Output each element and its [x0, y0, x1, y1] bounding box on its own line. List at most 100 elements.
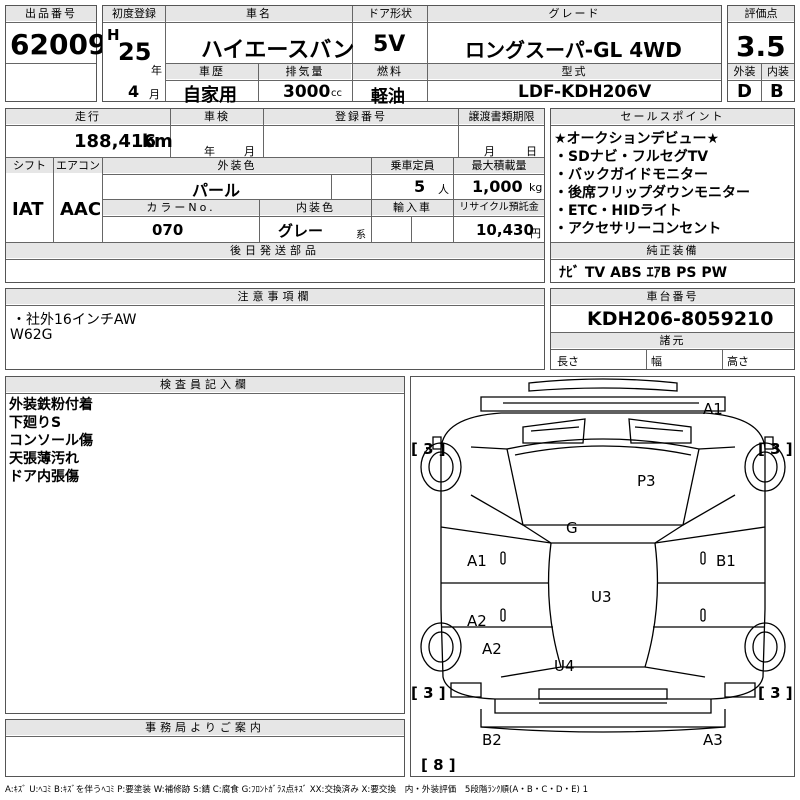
- interior-label: 内装: [762, 64, 794, 79]
- ac-label: エアコン: [54, 158, 102, 173]
- displacement-label: 排気量: [259, 64, 351, 79]
- sales-line: ・アクセサリーコンセント: [554, 221, 722, 237]
- width-label: 幅: [651, 355, 662, 368]
- length-label: 長さ: [557, 355, 579, 368]
- mark-a1-left: A1: [467, 552, 487, 570]
- tire-rear-left: [ 3 ]: [411, 684, 446, 702]
- sales-point-box: セールスポイント ★オークションデビュー★ ・SDナビ・フルセグTV ・バックガ…: [550, 108, 795, 283]
- chassis-box: 車台番号 KDH206-8059210 諸元 長さ 幅 高さ: [550, 288, 795, 370]
- door-label: ドア形状: [353, 6, 427, 21]
- transfer-doc-label: 譲渡書類期限: [459, 109, 544, 124]
- shift: IAT: [12, 199, 44, 220]
- office-label: 事務局よりご案内: [6, 720, 404, 735]
- van-outline-diagram: [420, 378, 786, 733]
- tire-front-left: [ 3 ]: [411, 440, 446, 458]
- history-label: 車歴: [166, 64, 258, 79]
- mark-a3: A3: [703, 731, 723, 749]
- tire-spare: [ 8 ]: [421, 756, 456, 774]
- reg-number-label: 登録番号: [264, 109, 458, 124]
- inspector-line: コンソール傷: [9, 433, 93, 449]
- inspector-line: ドア内張傷: [9, 469, 79, 485]
- mark-b2: B2: [482, 731, 502, 749]
- damage-diagram: A1 P3 G A1 B1 U3 A2 A2 U4 B2 A3 [ 3 ] [ …: [410, 376, 795, 777]
- fuel: 軽油: [371, 87, 405, 107]
- interior-color-unit: 系: [356, 230, 366, 241]
- mark-a2-left: A2: [467, 612, 487, 630]
- car-name: ハイエースバン: [201, 38, 355, 63]
- load-unit: kg: [529, 181, 543, 194]
- transfer-day: 日: [526, 145, 537, 158]
- chassis-number: KDH206-8059210: [587, 308, 774, 330]
- displacement-unit: cc: [331, 88, 342, 99]
- tire-rear-right: [ 3 ]: [758, 684, 793, 702]
- later-parts-label: 後日発送部品: [6, 243, 544, 258]
- inspection-year: 年: [204, 145, 215, 158]
- mark-a2-lower: A2: [482, 640, 502, 658]
- capacity: 5: [414, 177, 426, 196]
- chassis-label: 車台番号: [551, 289, 794, 304]
- specs-box: 走行 車検 登録番号 譲渡書類期限 188,416 km 年 月 月 日 シフト…: [5, 108, 545, 283]
- exterior-color: パール: [192, 181, 241, 200]
- import-label: 輸入車: [372, 200, 453, 215]
- inspector-line: 外装鉄粉付着: [9, 397, 93, 413]
- model-label: 型式: [428, 64, 721, 79]
- recycle-unit: 円: [530, 227, 541, 240]
- note-line: W62G: [10, 327, 53, 343]
- fuel-label: 燃料: [353, 64, 427, 79]
- mileage-label: 走行: [6, 109, 170, 124]
- history: 自家用: [183, 85, 237, 106]
- mileage: 188,416: [74, 131, 156, 152]
- sales-point-lines: ★オークションデビュー★ ・SDナビ・フルセグTV ・バックガイドモニター ・後…: [554, 130, 750, 238]
- lot-number-box: 出品番号 62009: [5, 5, 107, 102]
- reg-month: 4: [128, 82, 140, 101]
- capacity-unit: 人: [438, 183, 449, 196]
- sales-point-label: セールスポイント: [551, 109, 794, 124]
- sales-line: ・SDナビ・フルセグTV: [554, 149, 709, 165]
- ext-color-label: 外装色: [103, 158, 371, 173]
- int-color-label: 内装色: [260, 200, 371, 215]
- sales-line: ・ETC・HIDライト: [554, 203, 682, 219]
- capacity-label: 乗車定員: [372, 158, 453, 173]
- note-line: ・社外16インチAW: [12, 312, 137, 328]
- door-type: 5V: [373, 32, 406, 57]
- car-name-label: 車名: [166, 6, 352, 21]
- grade-label: グレード: [428, 6, 721, 21]
- mark-u4: U4: [554, 657, 575, 675]
- reg-year: 25: [118, 38, 152, 66]
- overall-score: 3.5: [736, 30, 786, 63]
- shift-label: シフト: [6, 158, 53, 173]
- mark-b1: B1: [716, 552, 736, 570]
- mark-a1-front: A1: [703, 400, 723, 418]
- air-conditioner: AAC: [60, 199, 102, 220]
- equipment-list: ﾅﾋﾞ TV ABS ｴｱB PS PW: [559, 265, 728, 281]
- inspector-box: 検査員記入欄 外装鉄粉付着 下廻りS コンソール傷 天張薄汚れ ドア内張傷: [5, 376, 405, 714]
- model-code: LDF-KDH206V: [518, 82, 652, 102]
- year-unit: 年: [151, 64, 162, 77]
- inspector-line: 天張薄汚れ: [9, 451, 79, 467]
- exterior-label: 外装: [728, 64, 761, 79]
- mileage-unit: km: [142, 131, 173, 152]
- recycle-deposit: 10,430: [476, 221, 534, 239]
- exterior-grade: D: [737, 81, 752, 102]
- tire-front-right: [ 3 ]: [758, 440, 793, 458]
- equipment-label: 純正装備: [551, 243, 794, 258]
- notes-label: 注意事項欄: [6, 289, 544, 304]
- displacement: 3000: [283, 82, 331, 102]
- lot-number: 62009: [10, 28, 108, 61]
- sales-line: ・後席フリップダウンモニター: [554, 185, 750, 201]
- score-label: 評価点: [728, 6, 794, 21]
- color-no-label: カラーNo.: [103, 200, 259, 215]
- era: H: [107, 26, 120, 44]
- recycle-label: リサイクル預託金: [454, 200, 544, 215]
- mark-p3: P3: [637, 472, 656, 490]
- inspector-label: 検査員記入欄: [6, 377, 404, 392]
- legend: A:ｷｽﾞ U:ﾍｺﾐ B:ｷｽﾞを伴うﾍｺﾐ P:要塗装 W:補修跡 S:錆 …: [5, 785, 589, 795]
- interior-grade: B: [770, 81, 784, 102]
- height-label: 高さ: [727, 355, 749, 368]
- max-load: 1,000: [472, 177, 523, 196]
- load-label: 最大積載量: [454, 158, 544, 173]
- inspection-month: 月: [244, 145, 255, 158]
- month-unit: 月: [149, 88, 160, 101]
- notes-box: 注意事項欄 ・社外16インチAW W62G: [5, 288, 545, 370]
- vehicle-header-box: 初度登録 車名 ドア形状 グレード H 25 年 ハイエースバン 5V ロングス…: [102, 5, 722, 107]
